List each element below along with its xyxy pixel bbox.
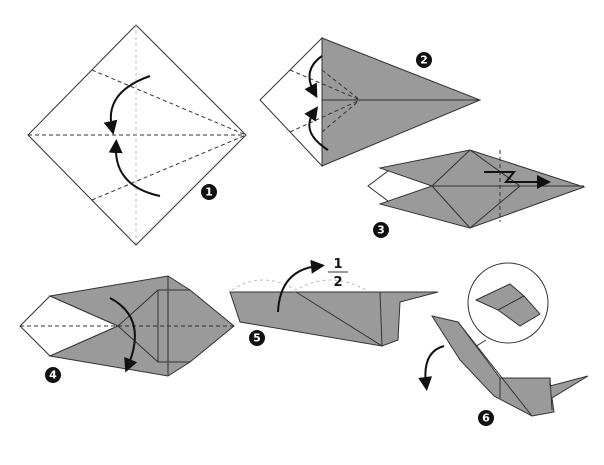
step-2-figure: 2 — [259, 36, 482, 168]
step-4-badge: 4 — [45, 367, 61, 383]
kite-upper-inner-crease — [321, 69, 361, 101]
fold-up-arrow — [108, 139, 161, 197]
step-4-figure: 4 — [19, 275, 235, 383]
fold-down-arrow — [304, 55, 323, 99]
step-6-badge: 6 — [478, 410, 494, 426]
step-1-figure: 1 — [27, 24, 247, 246]
fraction-label: 1 2 — [328, 257, 348, 290]
step-1-badge: 1 — [201, 184, 217, 200]
fraction-numerator: 1 — [333, 257, 342, 272]
kite-lower-inner-crease — [321, 99, 361, 133]
step-2-number: 2 — [420, 54, 428, 67]
step-6-figure: 6 — [418, 262, 589, 426]
pleat-arrow — [484, 171, 551, 189]
fold-in-half-arrow — [109, 297, 138, 373]
step-3-figure: 3 — [367, 149, 586, 238]
step-5-badge: 5 — [249, 330, 265, 346]
lower-flap-line — [469, 185, 521, 229]
step-3-badge: 3 — [373, 222, 389, 238]
step-1-number: 1 — [205, 186, 213, 199]
upper-flap-line — [469, 149, 521, 187]
lower-edge-line — [431, 185, 471, 229]
detail-line — [497, 295, 525, 311]
step-5-number: 5 — [253, 332, 261, 345]
half-guide-arcs — [231, 279, 367, 291]
fold-wing-down-arrow — [418, 345, 445, 391]
tail-line — [549, 377, 553, 411]
fold-up-arrow — [277, 259, 325, 313]
step-3-number: 3 — [377, 224, 385, 237]
kite-grey-body — [321, 37, 482, 167]
wing-fold-line — [457, 321, 533, 417]
step-5-figure: 1 2 5 — [229, 257, 439, 347]
kite-white-point — [259, 36, 323, 168]
upper-diag-line — [117, 289, 159, 327]
kite-upper-crease — [289, 69, 361, 101]
diag-line — [295, 291, 383, 347]
plane-body — [430, 315, 589, 417]
upper-edge-line — [431, 149, 471, 187]
step-4-number: 4 — [49, 369, 57, 382]
step-6-number: 6 — [482, 412, 490, 425]
vertical-line — [379, 291, 383, 347]
fold-up-arrow — [304, 106, 329, 151]
step-2-badge: 2 — [416, 52, 432, 68]
lower-diag-line — [117, 325, 159, 363]
fold-down-arrow — [103, 75, 151, 135]
fraction-denominator: 2 — [333, 275, 342, 290]
kite-lower-crease — [289, 99, 361, 133]
